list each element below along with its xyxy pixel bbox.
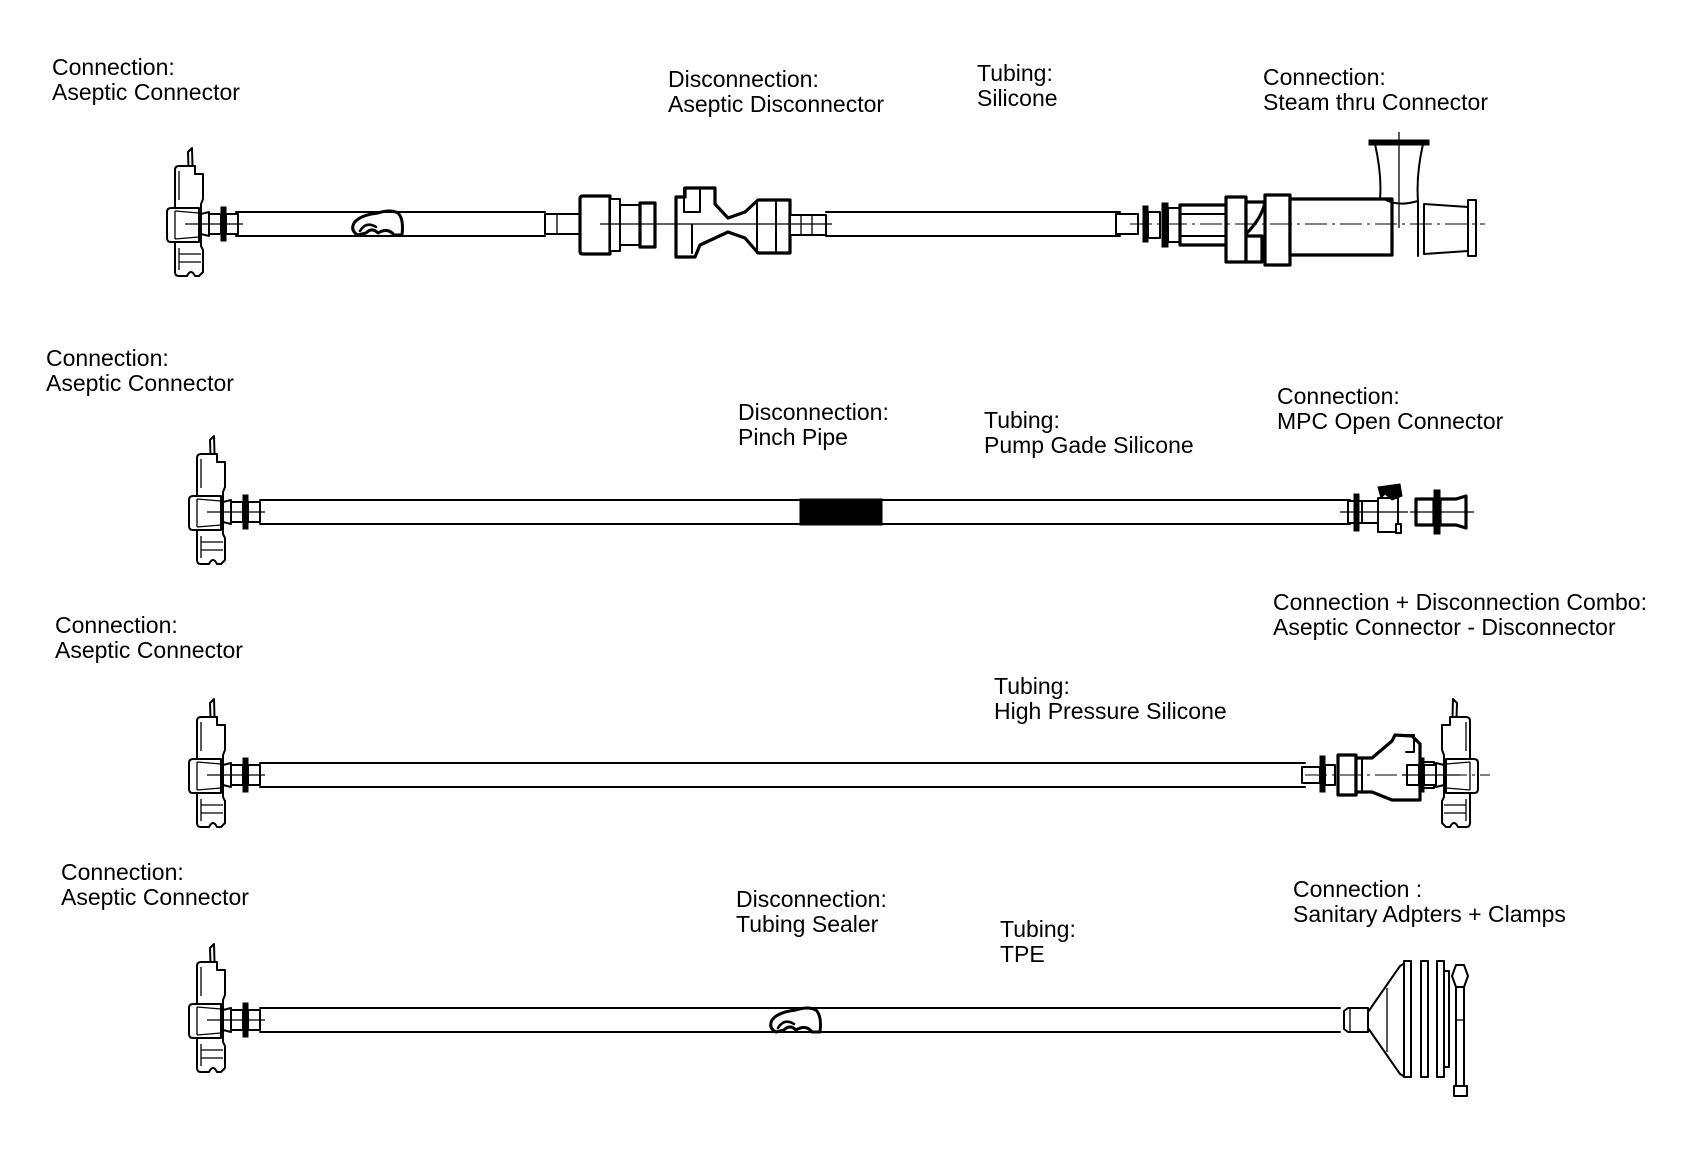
aseptic-connector-disconnector-combo-drawing: [1301, 698, 1490, 828]
assembly-row-4: Connection: Aseptic Connector Disconnect…: [61, 859, 1566, 1097]
label-tubing-category: Tubing:: [1000, 916, 1076, 942]
assembly-row-3: Connection: Aseptic Connector Tubing: Hi…: [55, 589, 1647, 828]
label-connection-category: Connection:: [61, 859, 184, 885]
mpc-open-connector-drawing: [1340, 483, 1474, 535]
label-tubing-category: Tubing:: [984, 407, 1060, 433]
label-aseptic-connector: Aseptic Connector: [55, 637, 243, 663]
silicone-tubing-drawing: [825, 211, 1121, 237]
label-combo-category: Connection + Disconnection Combo:: [1273, 589, 1647, 615]
label-high-pressure-silicone: High Pressure Silicone: [994, 698, 1227, 724]
label-silicone-tubing: Silicone: [977, 85, 1058, 111]
assembly-row-2: Connection: Aseptic Connector Disconnect…: [46, 345, 1504, 565]
label-disconnection-category: Disconnection:: [738, 399, 889, 425]
high-pressure-silicone-tubing-drawing: [259, 762, 1306, 788]
label-connection-category: Connection:: [1263, 64, 1386, 90]
assembly-row-1: Connection: Aseptic Connector Disconnect…: [52, 54, 1488, 277]
label-connection-category: Connection:: [46, 345, 169, 371]
label-aseptic-disconnector: Aseptic Disconnector: [668, 91, 884, 117]
label-aseptic-connector: Aseptic Connector: [46, 370, 234, 396]
label-pump-grade-silicone: Pump Gade Silicone: [984, 432, 1194, 458]
pinch-pipe-drawing: [799, 498, 883, 526]
label-steam-thru-connector: Steam thru Connector: [1263, 89, 1488, 115]
label-sanitary-adapters-clamps: Sanitary Adpters + Clamps: [1293, 901, 1566, 927]
tubing-sealer-clip-drawing: [351, 209, 404, 237]
label-disconnection-category: Disconnection:: [668, 66, 819, 92]
label-mpc-open-connector: MPC Open Connector: [1277, 408, 1504, 434]
aseptic-connector-drawing: [166, 147, 244, 277]
label-tpe-tubing: TPE: [1000, 941, 1045, 967]
label-tubing-sealer: Tubing Sealer: [736, 911, 879, 937]
sanitary-adapter-clamp-drawing: [1343, 960, 1469, 1097]
label-tubing-category: Tubing:: [977, 60, 1053, 86]
label-connection-category: Connection:: [52, 54, 175, 80]
label-aseptic-connector: Aseptic Connector: [52, 79, 240, 105]
aseptic-connector-drawing: [188, 943, 266, 1073]
label-connection-category: Connection:: [55, 612, 178, 638]
steam-thru-connector-drawing: [1115, 132, 1485, 267]
label-connection-category: Connection:: [1277, 383, 1400, 409]
label-disconnection-category: Disconnection:: [736, 886, 887, 912]
tubing-sealer-clip-drawing: [769, 1006, 822, 1034]
aseptic-disconnector-drawing: [544, 186, 832, 259]
aseptic-connector-drawing: [188, 435, 266, 565]
label-tubing-category: Tubing:: [994, 673, 1070, 699]
label-aseptic-connector-disconnector: Aseptic Connector - Disconnector: [1273, 614, 1616, 640]
label-aseptic-connector: Aseptic Connector: [61, 884, 249, 910]
label-connection-category: Connection :: [1293, 876, 1422, 902]
label-pinch-pipe: Pinch Pipe: [738, 424, 848, 450]
aseptic-connector-drawing: [188, 698, 266, 828]
